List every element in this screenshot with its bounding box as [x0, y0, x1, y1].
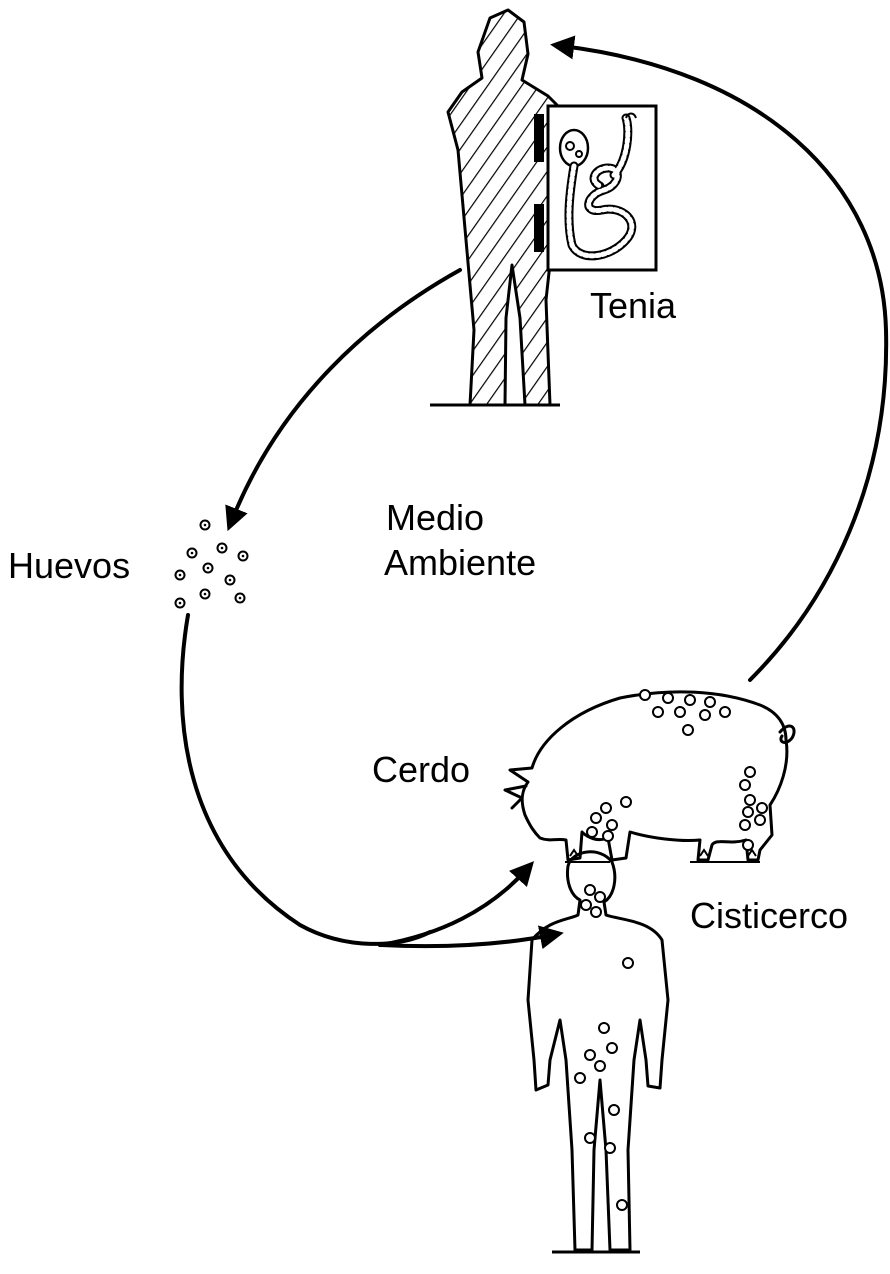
human-cyst — [591, 907, 601, 917]
pig-cyst — [603, 831, 613, 841]
egg-center — [204, 593, 207, 596]
eggs-cluster — [176, 521, 248, 608]
egg-center — [242, 555, 245, 558]
pig-cyst — [743, 840, 753, 850]
label-cerdo: Cerdo — [372, 749, 470, 790]
human-cyst — [575, 1073, 585, 1083]
pig-cyst — [591, 813, 601, 823]
cysticercosis-human-figure — [528, 852, 668, 1252]
tapeworm-inset — [534, 106, 656, 270]
pig-cyst — [740, 780, 750, 790]
human-cyst — [595, 1061, 605, 1071]
pig-cyst — [745, 795, 755, 805]
pig-cyst — [685, 695, 695, 705]
human-cyst — [623, 958, 633, 968]
pig-cyst — [601, 803, 611, 813]
human-cyst — [585, 885, 595, 895]
human-cyst — [585, 1133, 595, 1143]
human-cyst — [581, 900, 591, 910]
human-cyst — [595, 892, 605, 902]
pig-cyst — [740, 820, 750, 830]
human-cyst — [607, 1043, 617, 1053]
egg-center — [179, 574, 182, 577]
egg-center — [179, 602, 182, 605]
arrow-to-pig — [380, 870, 526, 945]
egg-center — [204, 524, 207, 527]
pig-cyst — [675, 707, 685, 717]
pig-cyst — [700, 710, 710, 720]
pig-cyst — [705, 697, 715, 707]
pig-cyst — [607, 820, 617, 830]
pig-cyst — [640, 690, 650, 700]
label-medio: Medio — [386, 497, 484, 538]
human-cyst — [599, 1023, 609, 1033]
pig-cyst — [663, 693, 673, 703]
pig-cyst — [621, 797, 631, 807]
label-cisticerco: Cisticerco — [690, 895, 848, 936]
label-huevos: Huevos — [8, 545, 130, 586]
pig-cyst — [745, 767, 755, 777]
pig-cyst — [743, 807, 753, 817]
pig-cyst — [587, 827, 597, 837]
pig-cyst — [653, 707, 663, 717]
pig-cyst — [720, 707, 730, 717]
human-cyst — [609, 1105, 619, 1115]
egg-center — [207, 567, 210, 570]
pig-cyst — [683, 725, 693, 735]
arrow-human-to-eggs — [232, 270, 460, 520]
human-cyst — [585, 1050, 595, 1060]
label-tenia: Tenia — [590, 285, 677, 326]
pig-cyst — [757, 803, 767, 813]
egg-center — [239, 597, 242, 600]
pig-cyst — [755, 815, 765, 825]
egg-center — [221, 547, 224, 550]
egg-center — [191, 552, 194, 555]
egg-center — [229, 579, 232, 582]
human-cyst — [605, 1143, 615, 1153]
pig-figure — [505, 690, 794, 862]
human-cyst — [617, 1200, 627, 1210]
label-ambiente: Ambiente — [384, 542, 536, 583]
